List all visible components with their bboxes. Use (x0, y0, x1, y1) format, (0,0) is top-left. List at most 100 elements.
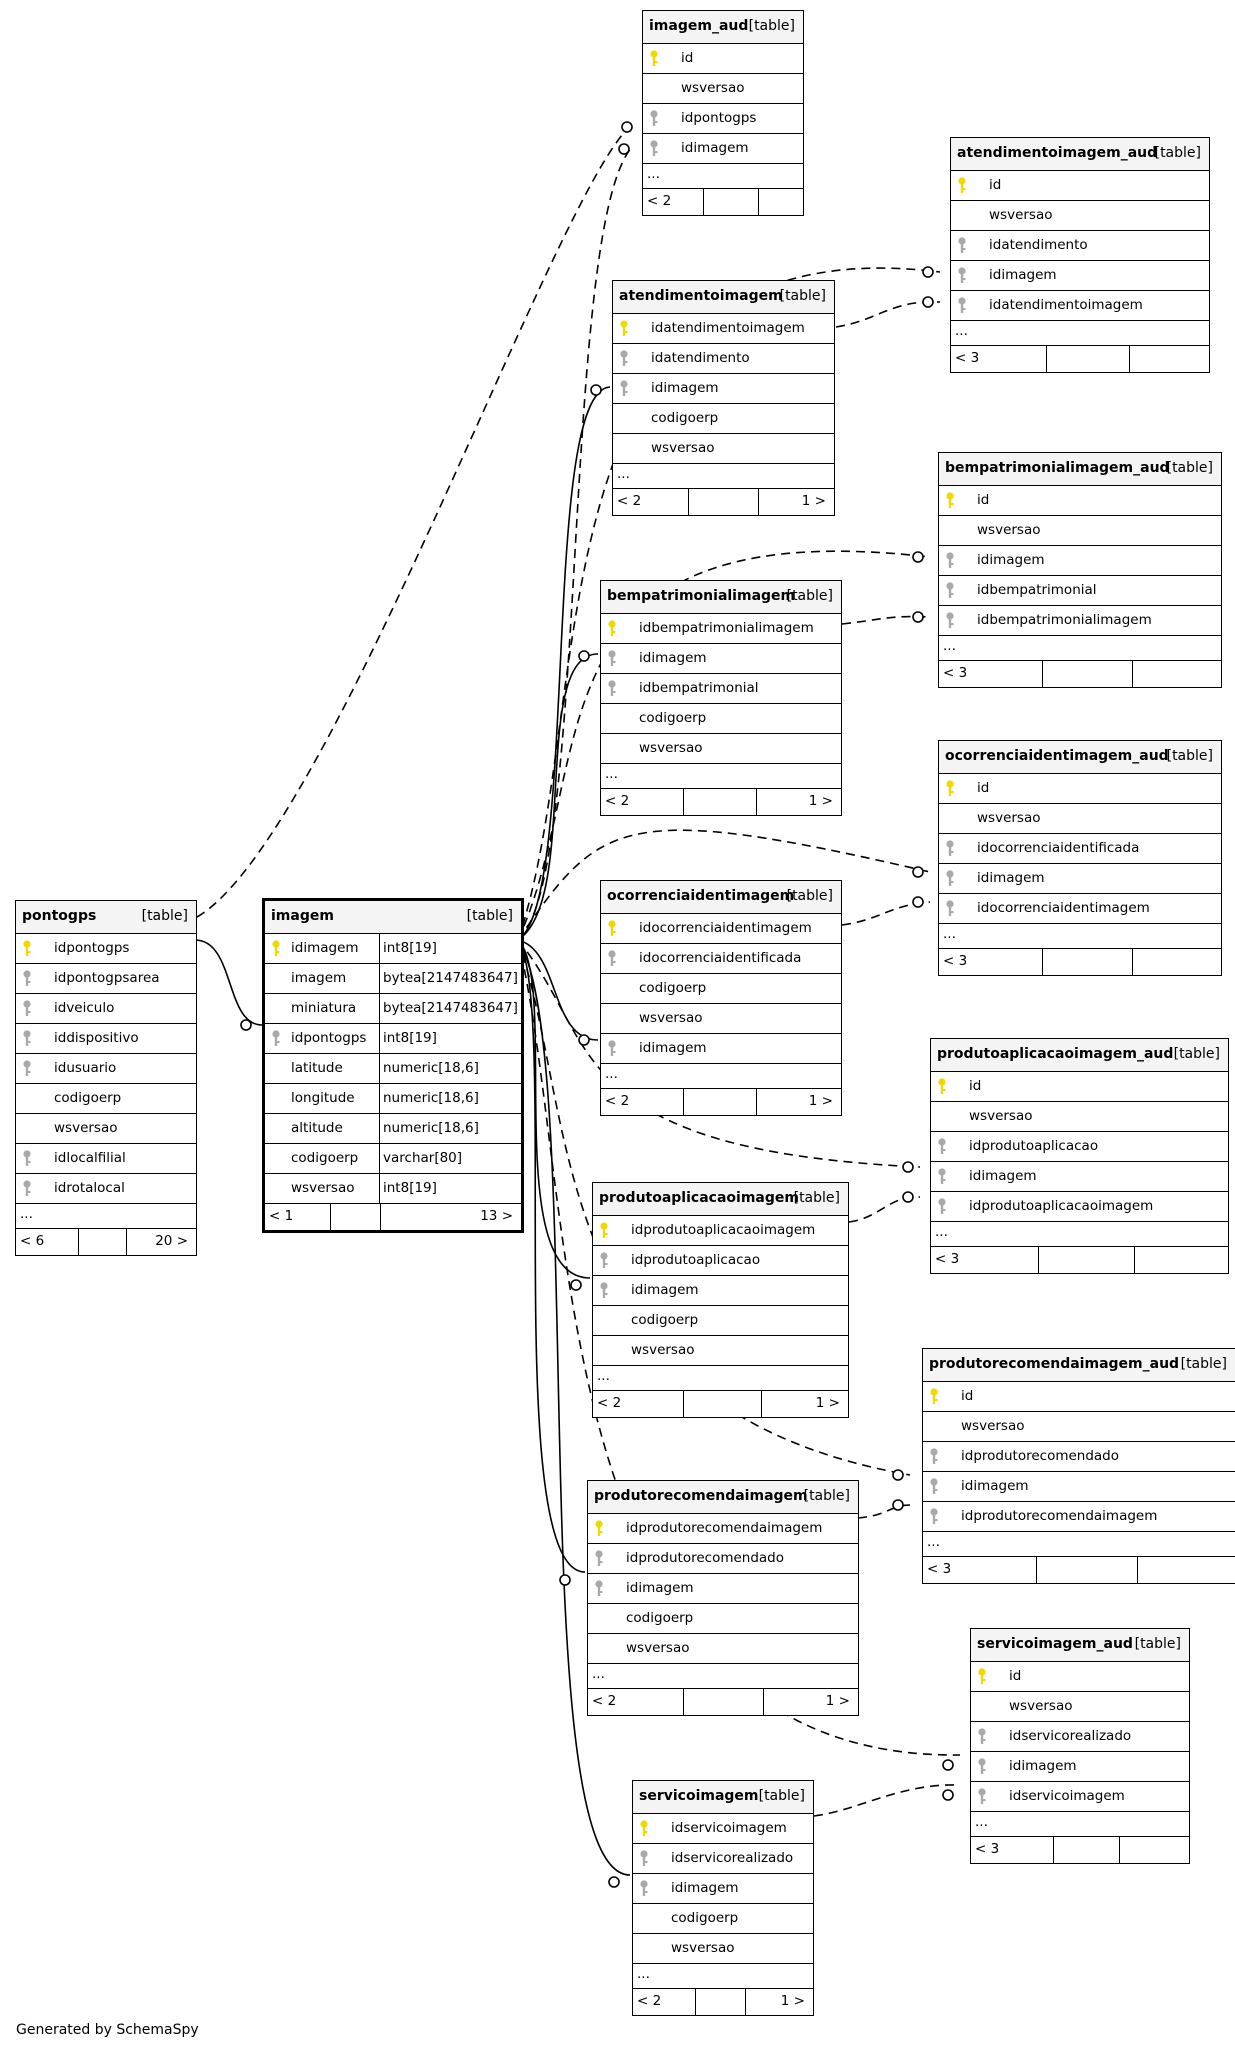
table-atendimentoimagem[interactable]: atendimentoimagem[table]idatendimentoima… (612, 280, 835, 516)
parent-count[interactable]: < 6 (20, 1233, 45, 1249)
column-row[interactable]: id (643, 44, 803, 74)
child-count[interactable]: 1 > (808, 793, 833, 809)
column-row[interactable]: idservicoimagem (971, 1782, 1189, 1812)
column-row[interactable]: iddispositivo (16, 1024, 196, 1054)
column-row[interactable]: codigoerp (601, 974, 841, 1004)
column-row[interactable]: idprodutorecomendaimagem (588, 1514, 858, 1544)
column-row[interactable]: codigoerp (16, 1084, 196, 1114)
column-row[interactable]: idbempatrimonial (939, 576, 1221, 606)
column-row[interactable]: idimagem (939, 864, 1221, 894)
column-row[interactable]: codigoerp (588, 1604, 858, 1634)
column-row[interactable]: id (939, 486, 1221, 516)
column-row[interactable]: idlocalfilial (16, 1144, 196, 1174)
parent-count[interactable]: < 3 (975, 1841, 1000, 1857)
table-name[interactable]: pontogps (22, 908, 97, 924)
child-count[interactable]: 13 > (480, 1208, 513, 1224)
more-columns-row[interactable]: ... (613, 464, 834, 489)
column-row[interactable]: idprodutoaplicacaoimagem (931, 1192, 1228, 1222)
more-columns-row[interactable]: ... (633, 1964, 813, 1989)
table-name[interactable]: ocorrenciaidentimagem_aud (945, 748, 1169, 764)
child-count[interactable]: 20 > (155, 1233, 188, 1249)
column-row[interactable]: idrotalocal (16, 1174, 196, 1204)
column-row[interactable]: idimagem (971, 1752, 1189, 1782)
child-count[interactable]: 1 > (801, 493, 826, 509)
table-name[interactable]: produtorecomendaimagem (594, 1488, 808, 1504)
column-row[interactable]: idprodutoaplicacao (593, 1246, 848, 1276)
more-columns-row[interactable]: ... (971, 1812, 1189, 1837)
table-name[interactable]: imagem_aud (649, 18, 749, 34)
child-count[interactable]: 1 > (825, 1693, 850, 1709)
column-row[interactable]: idpontogps (643, 104, 803, 134)
column-row[interactable]: idbempatrimonial (601, 674, 841, 704)
column-row[interactable]: idimagem (613, 374, 834, 404)
table-produtorecomendaimagem[interactable]: produtorecomendaimagem[table]idprodutore… (587, 1480, 859, 1716)
more-columns-row[interactable]: ... (923, 1532, 1235, 1557)
parent-count[interactable]: < 2 (605, 793, 630, 809)
more-columns-row[interactable]: ... (939, 924, 1221, 949)
column-row[interactable]: idbempatrimonialimagem (601, 614, 841, 644)
column-row[interactable]: idocorrenciaidentimagem (939, 894, 1221, 924)
table-name[interactable]: ocorrenciaidentimagem (607, 888, 795, 904)
column-row[interactable]: idocorrenciaidentimagem (601, 914, 841, 944)
column-row[interactable]: idimagem (633, 1874, 813, 1904)
column-row[interactable]: idatendimentoimagem (613, 314, 834, 344)
parent-count[interactable]: < 3 (927, 1561, 952, 1577)
column-row[interactable]: id (923, 1382, 1235, 1412)
column-row[interactable]: idservicorealizado (971, 1722, 1189, 1752)
child-count[interactable]: 1 > (815, 1395, 840, 1411)
column-row[interactable]: codigoerp (593, 1306, 848, 1336)
column-row[interactable]: idimagem (923, 1472, 1235, 1502)
column-row[interactable]: idbempatrimonialimagem (939, 606, 1221, 636)
column-row[interactable]: idpontogps (16, 934, 196, 964)
more-columns-row[interactable]: ... (951, 321, 1209, 346)
column-row[interactable]: idimagem (939, 546, 1221, 576)
column-row[interactable]: wsversao (931, 1102, 1228, 1132)
column-row[interactable]: id (939, 774, 1221, 804)
column-row[interactable]: idprodutoaplicacaoimagem (593, 1216, 848, 1246)
parent-count[interactable]: < 2 (617, 493, 642, 509)
child-count[interactable]: 1 > (780, 1993, 805, 2009)
column-row[interactable]: wsversao (923, 1412, 1235, 1442)
parent-count[interactable]: < 2 (647, 193, 672, 209)
column-row[interactable]: idpontogpsarea (16, 964, 196, 994)
child-count[interactable]: 1 > (808, 1093, 833, 1109)
table-produtoaplicacaoimagem[interactable]: produtoaplicacaoimagem[table]idprodutoap… (592, 1182, 849, 1418)
column-row[interactable]: idimagem (588, 1574, 858, 1604)
column-row[interactable]: wsversao (588, 1634, 858, 1664)
more-columns-row[interactable]: ... (931, 1222, 1228, 1247)
column-row[interactable]: idatendimento (951, 231, 1209, 261)
column-row[interactable]: wsversao (643, 74, 803, 104)
column-row[interactable]: idimagem (643, 134, 803, 164)
column-row[interactable]: idprodutorecomendado (588, 1544, 858, 1574)
column-row[interactable]: codigoerp (633, 1904, 813, 1934)
column-row[interactable]: idimagem (593, 1276, 848, 1306)
column-row[interactable]: wsversao (601, 1004, 841, 1034)
column-row[interactable]: wsversao (613, 434, 834, 464)
column-row[interactable]: wsversao (951, 201, 1209, 231)
more-columns-row[interactable]: ... (16, 1204, 196, 1229)
parent-count[interactable]: < 3 (955, 350, 980, 366)
more-columns-row[interactable]: ... (939, 636, 1221, 661)
column-row[interactable]: idatendimentoimagem (951, 291, 1209, 321)
table-name[interactable]: bempatrimonialimagem_aud (945, 460, 1170, 476)
column-row[interactable]: wsversao (633, 1934, 813, 1964)
parent-count[interactable]: < 3 (935, 1251, 960, 1267)
column-row[interactable]: id (951, 171, 1209, 201)
column-row[interactable]: idocorrenciaidentificada (601, 944, 841, 974)
column-row[interactable]: idocorrenciaidentificada (939, 834, 1221, 864)
